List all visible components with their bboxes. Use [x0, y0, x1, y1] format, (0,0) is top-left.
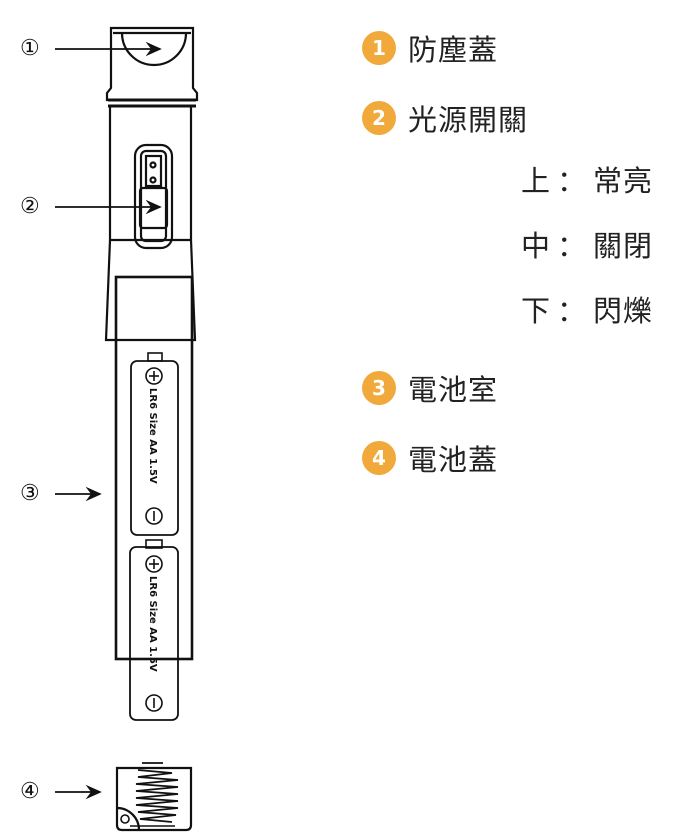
legend-item-dust-cap: 1 防塵蓋: [362, 27, 498, 69]
number-badge: 3: [362, 371, 396, 405]
flashlight-illustration: LR6 Size AA 1.5V LR6 Size AA 1.5V: [55, 26, 199, 832]
legend-label: 電池蓋: [408, 443, 499, 477]
legend-item-battery-cap: 4 電池蓋: [362, 437, 498, 479]
battery-1-label: LR6 Size AA 1.5V: [147, 388, 158, 484]
legend-item-battery-compartment: 3 電池室: [362, 367, 498, 409]
switch-mode: 關閉: [593, 229, 654, 263]
switch-mode-up: 上：常亮: [521, 164, 654, 198]
switch-mode: 閃爍: [593, 294, 654, 328]
callout-1-marker: ①: [20, 36, 40, 61]
callout-3-marker: ③: [20, 481, 40, 506]
callout-2-marker: ②: [20, 194, 40, 219]
switch-mode-middle: 中：關閉: [521, 229, 654, 263]
switch-position: 下: [521, 294, 552, 328]
legend-label: 電池室: [408, 373, 499, 407]
number-badge: 2: [362, 101, 396, 135]
number-badge: 4: [362, 441, 396, 475]
number-badge: 1: [362, 31, 396, 65]
switch-mode: 常亮: [593, 164, 654, 198]
legend-item-light-switch: 2 光源開關: [362, 97, 528, 139]
battery-2-label: LR6 Size AA 1.5V: [147, 576, 158, 672]
legend-label: 防塵蓋: [408, 33, 499, 67]
switch-mode-down: 下：閃爍: [521, 294, 654, 328]
legend-label: 光源開關: [408, 103, 529, 137]
callout-4-marker: ④: [20, 779, 40, 804]
switch-position: 上: [521, 164, 552, 198]
switch-position: 中: [521, 229, 552, 263]
flashlight-diagram: LR6 Size AA 1.5V LR6 Size AA 1.5V ① ② ③ …: [0, 0, 240, 836]
